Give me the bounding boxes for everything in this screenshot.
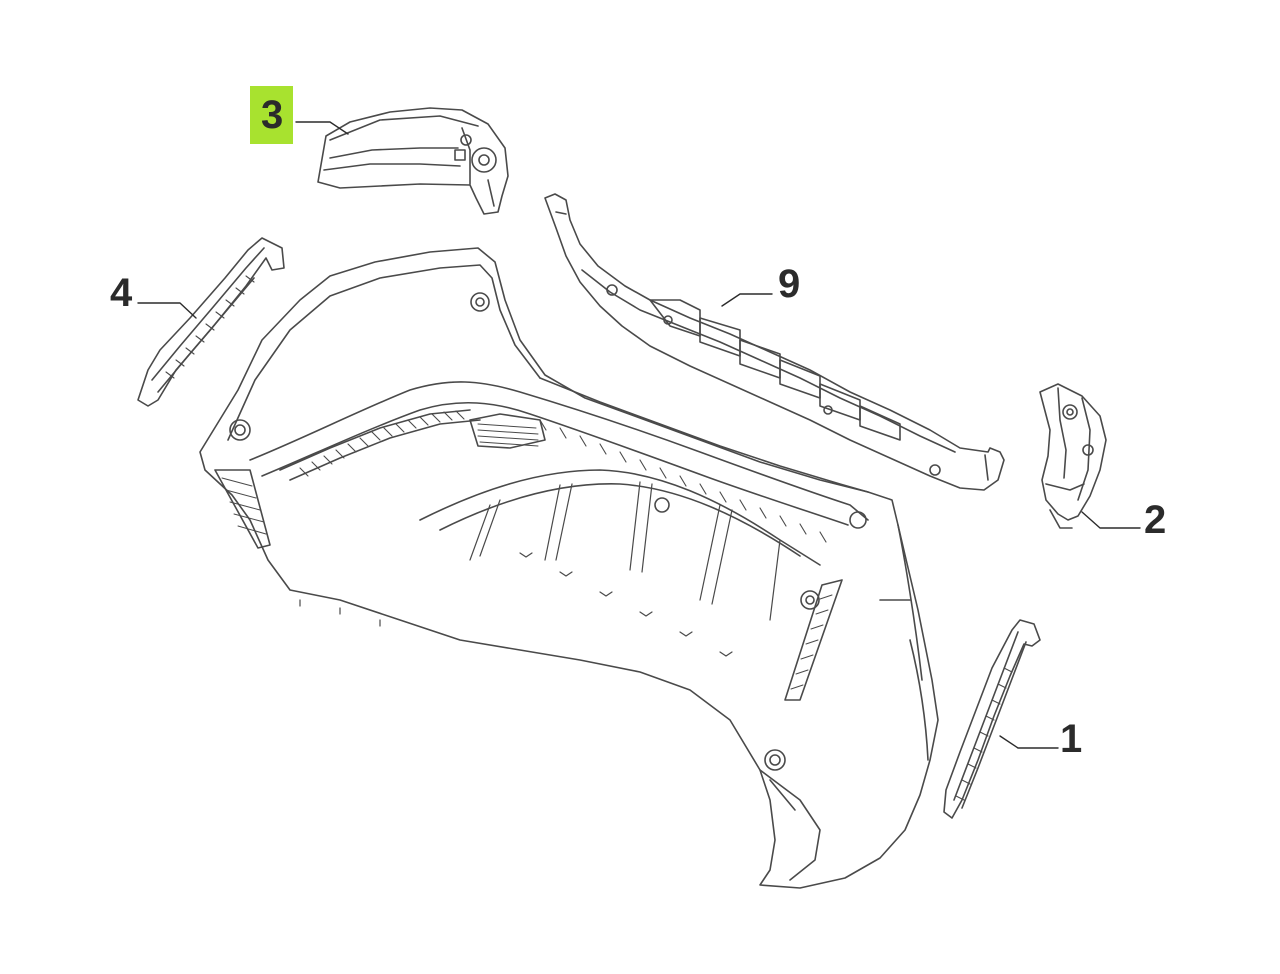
- callout-4[interactable]: 4: [110, 271, 133, 315]
- reinforcement-9-drawing: [544, 193, 1005, 491]
- bracket-1-drawing: [943, 619, 1041, 819]
- rear-bumper-cover: [199, 247, 939, 889]
- leader-9: [721, 293, 773, 307]
- bracket-4-drawing: [137, 237, 285, 407]
- bracket-3-drawing: [317, 107, 509, 215]
- callout-2[interactable]: 2: [1144, 498, 1167, 542]
- callout-1[interactable]: 1: [1060, 717, 1083, 761]
- leader-lines: [137, 121, 1141, 749]
- bracket-2-drawing: [1039, 383, 1107, 529]
- leader-1: [999, 735, 1059, 749]
- leader-3: [295, 121, 349, 135]
- callout-9[interactable]: 9: [778, 262, 801, 306]
- leader-2: [1081, 511, 1141, 529]
- leader-4: [137, 302, 197, 319]
- callout-3[interactable]: 3: [250, 86, 294, 144]
